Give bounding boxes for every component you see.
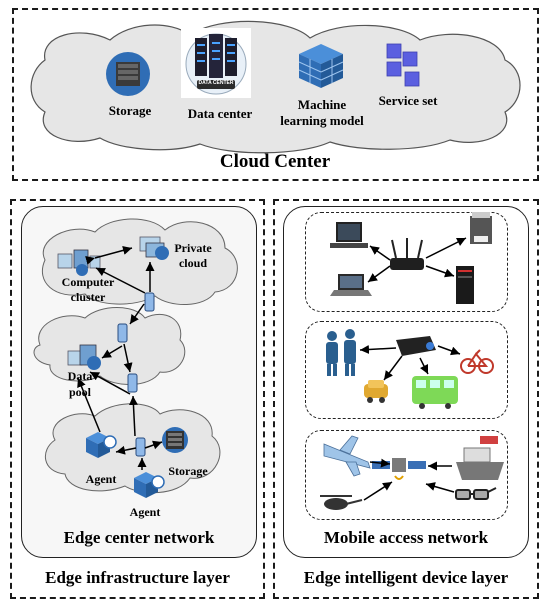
projector-icon <box>396 336 436 356</box>
edge-center-diagram <box>33 218 238 498</box>
storage-label: Storage <box>108 103 152 118</box>
edge-infrastructure-frame <box>10 199 265 599</box>
edge-intelligent-device-layer-title: Edge intelligent device layer <box>303 568 509 587</box>
bicycle-icon <box>460 349 494 374</box>
satellite-icon <box>372 458 426 480</box>
desktop-computer-icon <box>330 222 368 248</box>
airplane-icon <box>323 435 371 477</box>
cloud-center-title: Cloud Center <box>219 151 331 172</box>
router-icon <box>390 238 424 270</box>
server-tower-icon <box>456 266 474 304</box>
smart-glasses-icon <box>455 487 497 500</box>
agent-bottom-label: Agent <box>129 505 161 519</box>
edge-infrastructure-layer-title: Edge infrastructure layer <box>45 568 230 587</box>
ml-label-line2: learning model <box>280 113 364 128</box>
agent-left-label: Agent <box>85 472 117 486</box>
private-cloud-label-line2: cloud <box>178 256 207 270</box>
computer-cluster-label-line1: Computer <box>61 275 115 289</box>
edge-intelligent-device-frame <box>273 199 539 599</box>
data-pool-label-line2: pool <box>68 385 91 399</box>
data-pool-label-line1: Data <box>67 369 93 383</box>
private-cloud-label-line1: Private <box>174 241 212 255</box>
service-set-icon <box>386 43 420 87</box>
data-center-badge: DATA CENTER <box>198 80 234 86</box>
helicopter-icon <box>320 495 363 510</box>
data-center-icon <box>181 28 251 98</box>
storage-node-label: Storage <box>168 464 208 478</box>
ml-label-line1: Machine <box>297 97 347 112</box>
people-icon <box>326 329 356 376</box>
storage-server-icon <box>106 52 150 96</box>
laptop-icon <box>330 274 372 296</box>
data-center-label: Data center <box>187 106 253 121</box>
edge-center-network-title: Edge center network <box>63 528 215 547</box>
bus-icon <box>412 376 458 409</box>
computer-cluster-label-line2: cluster <box>70 290 106 304</box>
cloud-center-frame <box>12 8 539 181</box>
mobile-access-network-title: Mobile access network <box>323 528 489 547</box>
car-icon <box>364 380 388 403</box>
machine-learning-model-icon <box>298 44 344 88</box>
printer-icon <box>470 212 492 244</box>
mobile-access-diagram <box>320 212 504 510</box>
ship-icon <box>456 436 504 480</box>
service-set-label: Service set <box>378 93 438 108</box>
